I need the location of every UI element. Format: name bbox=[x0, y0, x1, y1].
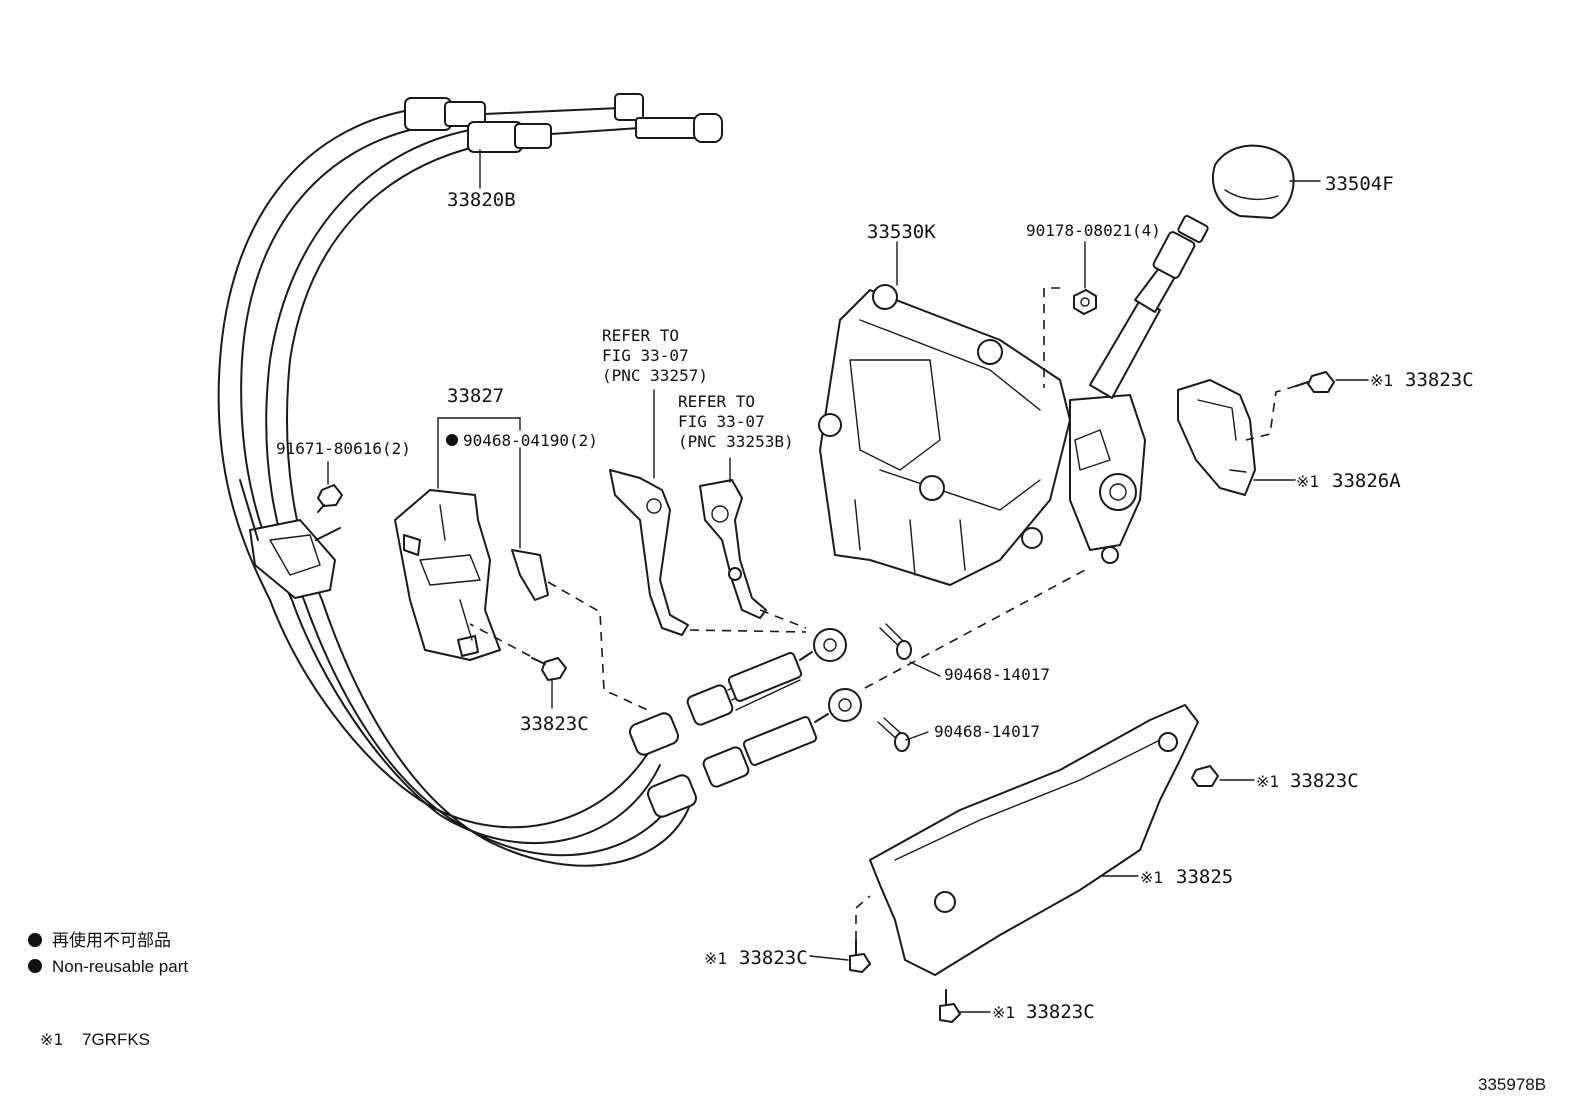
reference-lines bbox=[469, 287, 1297, 940]
label-33823C-cover-left: 33823C bbox=[739, 947, 808, 969]
label-90178-08021: 90178-08021(4) bbox=[1026, 221, 1161, 240]
legend-note-mark: ※1 bbox=[40, 1030, 63, 1049]
bolt-33823C-upper-right bbox=[1295, 371, 1335, 393]
label-33823C-cover-right: 33823C bbox=[1290, 770, 1359, 792]
legend: 再使用不可部品 Non-reusable part ※1 7GRFKS bbox=[28, 930, 188, 1049]
select-lever-arm bbox=[609, 469, 689, 636]
label-90468-14017-lower: 90468-14017 bbox=[934, 722, 1040, 741]
shift-cable-assembly bbox=[217, 93, 862, 867]
bolt-33823C-left bbox=[531, 657, 567, 681]
non-reusable-bullet-icon bbox=[446, 434, 458, 446]
label-33823C-left: 33823C bbox=[520, 713, 589, 735]
label-90468-04190: 90468-04190(2) bbox=[463, 431, 598, 450]
bracket-33826A bbox=[1177, 379, 1256, 496]
label-91671-80616: 91671-80616(2) bbox=[276, 439, 411, 458]
nut-90178 bbox=[1073, 289, 1097, 315]
legend-note-text: 7GRFKS bbox=[82, 1030, 150, 1049]
shift-cover-33825 bbox=[869, 704, 1199, 976]
note-mark-33823C-cover-right: ※1 bbox=[1256, 772, 1279, 791]
shift-lever-housing bbox=[818, 284, 1146, 586]
label-33820B: 33820B bbox=[447, 189, 516, 211]
part-labels: 33820B 33504F 33530K 90178-08021(4) 3382… bbox=[276, 173, 1474, 1023]
shift-lever-shaft bbox=[1089, 215, 1209, 399]
note-mark-33823C-cover-bottom: ※1 bbox=[992, 1003, 1015, 1022]
label-33530K: 33530K bbox=[867, 221, 936, 243]
refer-b-line2: FIG 33-07 bbox=[678, 412, 765, 431]
refer-b-line1: REFER TO bbox=[678, 392, 755, 411]
pin-90468-14017-lower bbox=[877, 717, 910, 752]
label-33825: 33825 bbox=[1176, 866, 1233, 888]
bolt-33823C-cover-right bbox=[1191, 765, 1219, 787]
label-90468-14017-upper: 90468-14017 bbox=[944, 665, 1050, 684]
refer-b-line3: (PNC 33253B) bbox=[678, 432, 794, 451]
note-mark-33823C-cover-left: ※1 bbox=[704, 949, 727, 968]
leader-lines bbox=[327, 149, 1369, 1013]
refer-a-line1: REFER TO bbox=[602, 326, 679, 345]
note-mark-33826A: ※1 bbox=[1296, 472, 1319, 491]
legend-non-reusable-jp: 再使用不可部品 bbox=[52, 930, 171, 950]
figure-id: 335978B bbox=[1478, 1075, 1546, 1094]
label-33827: 33827 bbox=[447, 385, 504, 407]
cable-grommet bbox=[239, 479, 341, 599]
label-33826A: 33826A bbox=[1332, 470, 1401, 492]
refer-a-line2: FIG 33-07 bbox=[602, 346, 689, 365]
bolt-33823C-cover-left bbox=[849, 939, 871, 973]
cable-end-lower-b bbox=[647, 688, 862, 818]
cable-end-lower-a bbox=[629, 628, 847, 756]
shift-lever-arm bbox=[699, 479, 767, 619]
note-mark-33823C-upper-right: ※1 bbox=[1370, 371, 1393, 390]
bolt-33823C-cover-bottom bbox=[939, 989, 961, 1023]
note-mark-33825: ※1 bbox=[1140, 868, 1163, 887]
label-33823C-upper-right: 33823C bbox=[1405, 369, 1474, 391]
label-33823C-cover-bottom: 33823C bbox=[1026, 1001, 1095, 1023]
legend-bullet-icon-jp bbox=[28, 933, 42, 947]
bolt-91671 bbox=[317, 484, 343, 513]
cable-end-upper bbox=[404, 93, 723, 153]
clip-90468-04190 bbox=[511, 549, 549, 601]
legend-non-reusable-en: Non-reusable part bbox=[52, 957, 188, 976]
legend-bullet-icon-en bbox=[28, 959, 42, 973]
shift-knob bbox=[1212, 144, 1295, 219]
cable-bracket-33827 bbox=[394, 489, 501, 661]
pin-90468-14017-upper bbox=[879, 623, 912, 660]
refer-a-line3: (PNC 33257) bbox=[602, 366, 708, 385]
label-33504F: 33504F bbox=[1325, 173, 1394, 195]
